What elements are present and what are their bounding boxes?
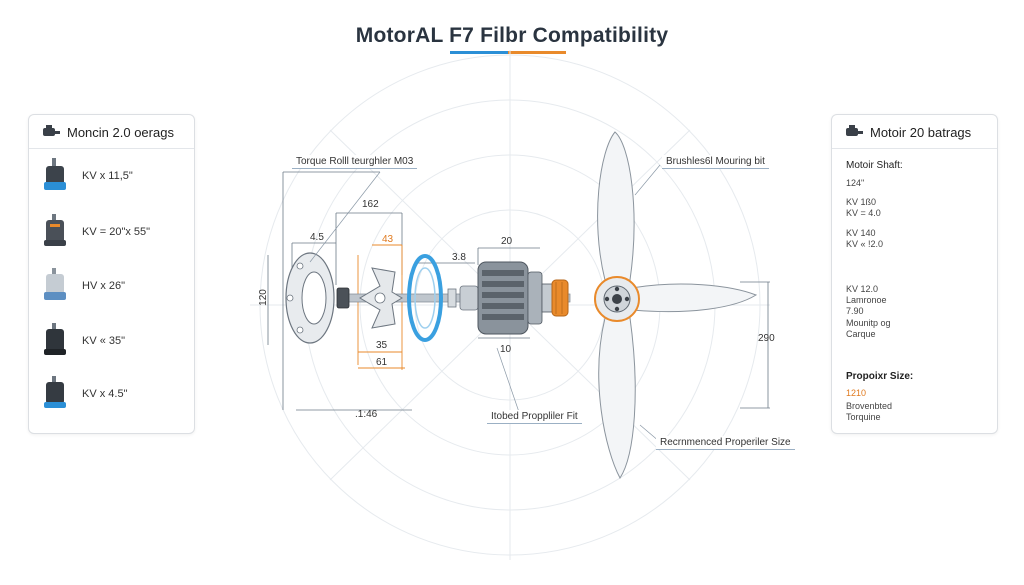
motor-icon <box>41 125 61 140</box>
motor-item[interactable]: KV « 35" <box>42 323 125 359</box>
right-motor-panel: Motoir 20 batrags <box>831 114 998 434</box>
motor-item-label: HV x 26" <box>82 280 126 292</box>
prop-sub2: Torquine <box>846 412 881 422</box>
motor-item[interactable]: KV x 4.5" <box>42 376 127 412</box>
prop-size-label: Propoixr Size: <box>846 371 914 382</box>
spec-c5: Carque <box>846 329 876 339</box>
dim-20: 20 <box>501 236 513 247</box>
motor-item-label: KV x 11,5" <box>82 170 133 182</box>
prop-sub1: Brovenbted <box>846 401 893 411</box>
dim-43: 43 <box>382 234 394 245</box>
callout-recommended: Recrnmenced Properiler Size <box>656 436 795 450</box>
left-panel-header: Moncin 2.0 oerags <box>29 115 194 149</box>
shaft-label: Motoir Shaft: <box>846 160 903 171</box>
star-adapter <box>359 267 403 329</box>
dim-120: 120 <box>257 289 269 306</box>
motor-item-label: KV = 20"x 55" <box>82 226 151 238</box>
mounting-ring <box>285 252 335 344</box>
right-panel-header: Motoir 20 batrags <box>832 115 997 149</box>
dim-38: 3.8 <box>452 252 466 263</box>
left-panel-heading: Moncin 2.0 oerags <box>67 125 174 140</box>
page-title: MotorAL F7 Filbr Compatibility <box>355 24 669 47</box>
dim-162: 162 <box>362 199 379 210</box>
spec-b1: KV 140 <box>846 228 876 238</box>
motor-icon <box>844 125 864 140</box>
motor-silver-icon <box>44 268 66 300</box>
dim-10: 10 <box>500 344 512 355</box>
dim-45: 4.5 <box>310 232 324 243</box>
motor-item-label: KV « 35" <box>82 335 126 347</box>
spec-c1: KV 12.0 <box>846 284 879 294</box>
motor-item-label: KV x 4.5" <box>82 388 128 400</box>
callout-fitted: Itobed Proppliler Fit <box>487 410 582 424</box>
prop-nut <box>551 279 569 317</box>
callout-torque: Torque Rolll teurghler M03 <box>292 155 418 169</box>
leader-lines <box>309 164 661 443</box>
blue-ring-adapter <box>407 254 443 342</box>
spec-c3: 7.90 <box>846 306 864 316</box>
motor-item[interactable]: KV = 20"x 55" <box>42 214 150 250</box>
collar <box>459 285 479 311</box>
callout-brushless: Brushles6l Mouring bit <box>662 155 769 169</box>
motor-item[interactable]: KV x 11,5" <box>42 158 133 194</box>
motor-blue-base-icon <box>44 376 66 408</box>
dim-35: 35 <box>376 340 388 351</box>
spec-b2: KV « !2.0 <box>846 239 884 249</box>
dimension-lines-orange <box>357 244 405 370</box>
washer <box>447 288 457 308</box>
title-underline-orange <box>508 51 566 54</box>
shaft-size: 124" <box>846 178 865 188</box>
dim-146: .1:46 <box>355 409 378 420</box>
motor-dark-icon <box>44 323 66 355</box>
motor-blue-icon <box>44 158 66 190</box>
title-underline-blue <box>450 51 508 54</box>
spec-a1: KV 1ß0 <box>846 197 877 207</box>
motor-orange-icon <box>44 214 66 246</box>
motor-item[interactable]: HV x 26" <box>42 268 125 304</box>
spacer <box>336 287 350 309</box>
spec-c2: Lamronoe <box>846 295 887 305</box>
dim-290: 290 <box>758 333 775 344</box>
spec-a2: KV = 4.0 <box>846 208 881 218</box>
spec-c4: Mounitp og <box>846 318 891 328</box>
right-panel-heading: Motoir 20 batrags <box>870 125 972 140</box>
dim-61: 61 <box>376 357 388 368</box>
propeller <box>594 131 758 479</box>
prop-size-value: 1210 <box>846 388 867 398</box>
